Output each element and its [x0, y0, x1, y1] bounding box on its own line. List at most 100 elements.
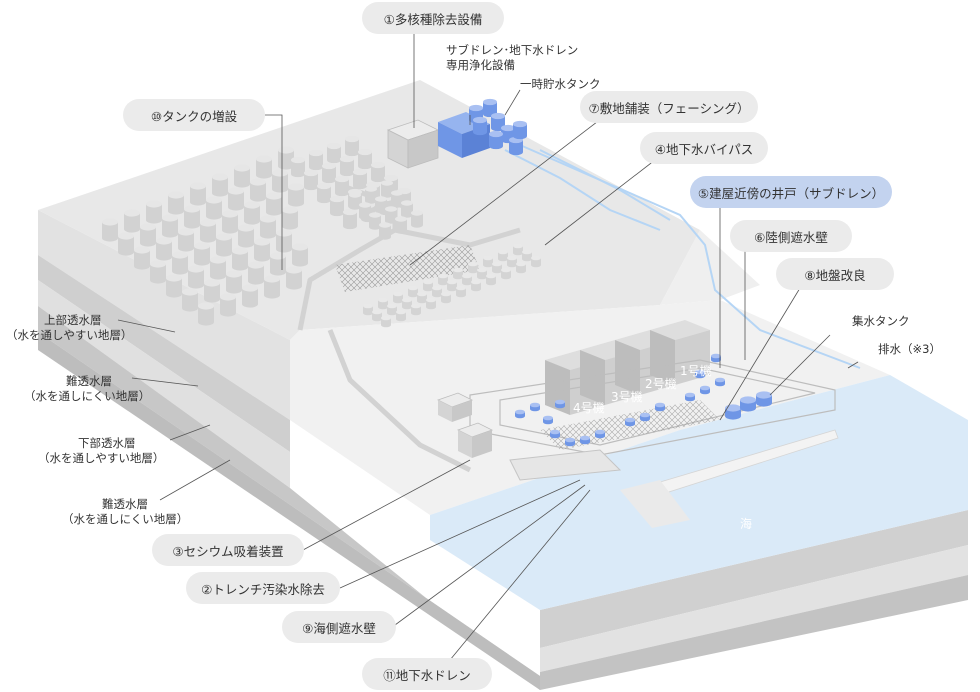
gray-tank [198, 302, 214, 326]
subdrain-well [711, 353, 721, 363]
callout-seaside-wall[interactable]: ⑨海側遮水壁 [282, 611, 396, 643]
stratum-note: （水を通しやすい地層） [38, 451, 165, 465]
gray-tank [134, 246, 150, 270]
subdrain-facility-label-line1: サブドレン･地下水ドレン [446, 43, 579, 57]
gray-tank [371, 161, 385, 183]
bypass-well [387, 303, 397, 316]
subdrain-well [555, 399, 565, 409]
gray-tank [172, 251, 188, 275]
gray-tank [238, 224, 254, 248]
gray-tank [168, 191, 184, 215]
gray-tank [276, 229, 292, 253]
gray-tank [272, 169, 288, 193]
upper-permeable-layer [38, 210, 290, 420]
subdrain-well [595, 429, 605, 439]
gray-tank [391, 190, 403, 208]
gray-tank [358, 148, 372, 170]
callout-cesium[interactable]: ③セシウム吸着装置 [152, 534, 304, 566]
gray-tank [248, 261, 264, 285]
bypass-well [393, 291, 403, 304]
subdrain-well [515, 409, 525, 419]
gray-tank [156, 237, 172, 261]
subdrain-well [550, 429, 560, 439]
gray-tank [359, 202, 371, 220]
gray-tank [353, 168, 367, 190]
water-channels [504, 144, 861, 369]
subdrain-wells [515, 353, 772, 447]
gray-tank [381, 180, 393, 198]
bypass-well [396, 309, 406, 322]
blue-tank [473, 116, 487, 136]
groundwater-bypass-wells [363, 243, 541, 328]
gray-tank [286, 266, 302, 290]
callout-landside-wall[interactable]: ⑥陸側遮水壁 [730, 220, 852, 252]
gray-tank [200, 219, 216, 243]
subdrain-well [565, 437, 575, 447]
gray-tank [220, 293, 236, 317]
bypass-well [516, 261, 526, 274]
stratum-aquitard-1: 難透水層 （水を通しにくい地層） [24, 374, 150, 404]
gray-tank [254, 238, 270, 262]
bypass-well [411, 303, 421, 316]
cesium-adsorption-building [436, 392, 494, 458]
collect-tank [725, 404, 741, 420]
ground-block [38, 80, 968, 690]
callout-trench[interactable]: ②トレンチ汚染水除去 [186, 572, 340, 604]
callout-groundwater-drain[interactable]: ⑪地下水ドレン [362, 658, 492, 690]
collect-tank [740, 396, 756, 412]
stratum-note: （水を通しやすい地層） [6, 328, 133, 342]
bypass-well [417, 291, 427, 304]
subdrain-well [530, 402, 540, 412]
callout-ground-improvement[interactable]: ⑧地盤改良 [776, 258, 894, 290]
gray-tank [234, 164, 250, 188]
bypass-well [507, 255, 517, 268]
subdrain-well [640, 412, 650, 422]
bypass-well [378, 297, 388, 310]
gray-tank [182, 288, 198, 312]
gray-tank [291, 156, 305, 178]
subdrain-well [700, 385, 710, 395]
unit-3-label: 3号機 [611, 390, 643, 404]
bypass-well [441, 291, 451, 304]
subdrain-well [580, 435, 590, 445]
stratum-note: （水を通しにくい地層） [24, 389, 151, 403]
stratum-name: 難透水層 [66, 374, 112, 388]
gray-tank [349, 192, 361, 210]
gray-tank [226, 270, 242, 294]
gray-tank [385, 206, 397, 224]
subdrain-well [625, 417, 635, 427]
bypass-well [456, 285, 466, 298]
gray-tank [266, 192, 282, 216]
alps-building [386, 119, 440, 169]
blue-tank [509, 136, 523, 156]
callout-alps[interactable]: ①多核種除去設備 [362, 2, 504, 34]
bypass-well [363, 303, 373, 316]
callout-tank-expansion[interactable]: ⑩タンクの増設 [123, 99, 265, 131]
gray-tank [210, 256, 226, 280]
gray-tank [260, 215, 276, 239]
leader-lines [117, 30, 859, 661]
gray-tank [395, 216, 407, 234]
bypass-well [381, 315, 391, 328]
bypass-well [423, 279, 433, 292]
stratum-note: （水を通しにくい地層） [62, 512, 189, 526]
gray-tank [188, 265, 204, 289]
aquitard-layer-2 [38, 306, 540, 690]
gray-tank [194, 242, 210, 266]
gray-tank [146, 200, 162, 224]
gray-tank [379, 222, 391, 240]
callout-groundwater-bypass[interactable]: ④地下水バイパス [640, 132, 768, 164]
bypass-well [531, 255, 541, 268]
gray-tank [190, 182, 206, 206]
gray-tank [365, 186, 377, 204]
gray-tank [212, 173, 228, 197]
callout-subdrain[interactable]: ⑤建屋近傍の井戸（サブドレン） [690, 176, 892, 208]
gray-tank [216, 233, 232, 257]
stratum-name: 難透水層 [102, 497, 148, 511]
blue-tank [469, 104, 483, 124]
bypass-well [501, 267, 511, 280]
subdrain-well [655, 402, 665, 412]
callout-facing[interactable]: ⑦敷地舗装（フェーシング） [580, 91, 758, 123]
bypass-well [471, 279, 481, 292]
gray-tank [304, 169, 318, 191]
